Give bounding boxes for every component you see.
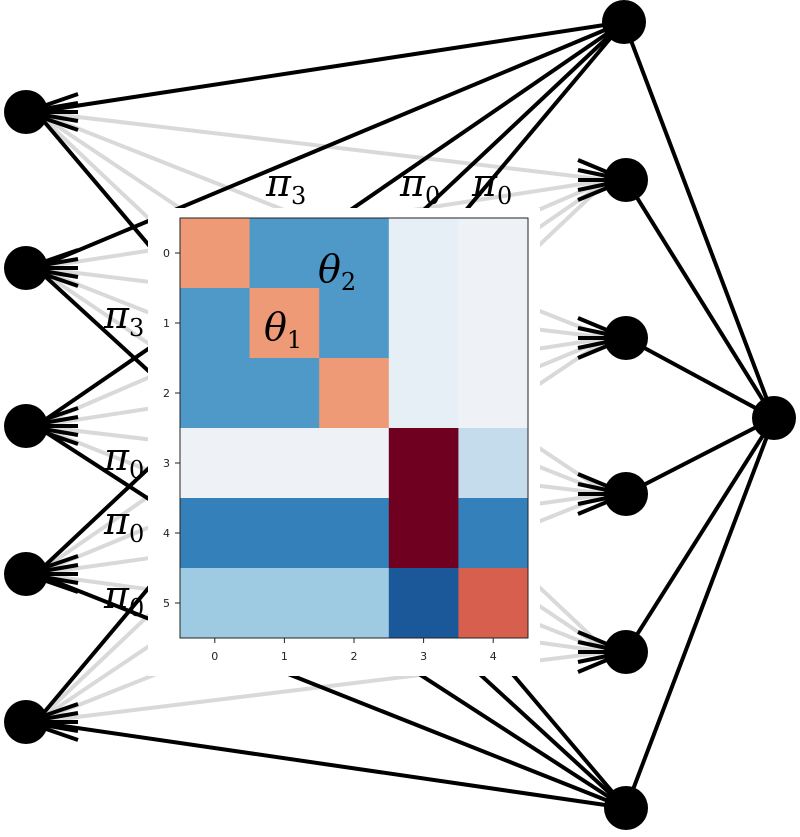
theta1-symbol: θ bbox=[264, 305, 287, 349]
node-middle bbox=[604, 786, 648, 830]
heatmap-cell bbox=[180, 218, 251, 289]
heatmap-cell bbox=[180, 358, 251, 429]
heatmap-cell bbox=[249, 288, 320, 359]
heatmap-cell bbox=[458, 428, 529, 499]
node-hub bbox=[752, 396, 796, 440]
heatmap-cell bbox=[249, 428, 320, 499]
pi-symbol: π bbox=[471, 161, 498, 205]
row-tick-label: 1 bbox=[163, 317, 170, 330]
col-tick-label: 1 bbox=[281, 650, 288, 663]
heatmap-cell bbox=[249, 568, 320, 639]
col-tick-label: 0 bbox=[211, 650, 218, 663]
row-tick-label: 0 bbox=[163, 247, 170, 260]
heatmap-cell bbox=[388, 218, 459, 289]
heatmap-cell bbox=[249, 358, 320, 429]
pi-sub: 0 bbox=[129, 456, 144, 484]
theta2-sub: 2 bbox=[341, 268, 356, 296]
pi-symbol: π bbox=[103, 499, 130, 543]
pi-symbol: π bbox=[103, 435, 130, 479]
pi-sub: 0 bbox=[497, 182, 512, 210]
pi-symbol: π bbox=[103, 573, 130, 617]
heatmap-cell bbox=[180, 428, 251, 499]
pi-label-left-row3: π0 bbox=[103, 435, 144, 484]
row-tick-label: 4 bbox=[163, 527, 170, 540]
edge-to-hub bbox=[624, 416, 776, 654]
edge-to-hub bbox=[625, 336, 775, 420]
row-tick-label: 5 bbox=[163, 597, 170, 610]
col-tick-label: 3 bbox=[420, 650, 427, 663]
theta2-label: θ2 bbox=[318, 247, 356, 296]
node-middle bbox=[604, 158, 648, 202]
pi-symbol: π bbox=[103, 293, 130, 337]
nodes bbox=[4, 0, 796, 830]
heatmap-cell bbox=[180, 498, 251, 569]
pi-sub: 0 bbox=[129, 594, 144, 622]
edge-black bbox=[35, 20, 625, 270]
heatmap-cell bbox=[388, 288, 459, 359]
heatmap-cell bbox=[319, 568, 390, 639]
col-tick-label: 4 bbox=[490, 650, 497, 663]
heatmap-cell bbox=[319, 218, 390, 289]
theta1-label: θ1 bbox=[264, 305, 302, 354]
heatmap-cell bbox=[319, 288, 390, 359]
edge-black bbox=[35, 720, 627, 810]
heatmap-cell bbox=[388, 428, 459, 499]
pi-label-left-row5: π0 bbox=[103, 573, 144, 622]
heatmap-cell bbox=[458, 568, 529, 639]
heatmap bbox=[180, 218, 529, 639]
pi-label-left-row4: π0 bbox=[103, 499, 144, 548]
node-middle bbox=[604, 316, 648, 360]
edge-black bbox=[35, 572, 627, 810]
heatmap-cell bbox=[458, 218, 529, 289]
theta1-sub: 1 bbox=[287, 326, 302, 354]
node-left bbox=[4, 90, 48, 134]
row-tick-label: 2 bbox=[163, 387, 170, 400]
pi-sub: 0 bbox=[425, 182, 440, 210]
pi-label-top-mid: π0 bbox=[399, 161, 440, 210]
node-middle bbox=[604, 472, 648, 516]
heatmap-ticks: 0 1 2 3 4 5 0 1 2 3 4 bbox=[163, 247, 497, 663]
pi-sub: 3 bbox=[291, 182, 306, 210]
heatmap-cell bbox=[249, 218, 320, 289]
edge-to-hub bbox=[622, 21, 776, 419]
pi-sub: 3 bbox=[129, 314, 144, 342]
edge-to-hub bbox=[624, 417, 776, 809]
heatmap-cell bbox=[458, 498, 529, 569]
heatmap-cell bbox=[458, 358, 529, 429]
heatmap-cell bbox=[388, 498, 459, 569]
node-left bbox=[4, 552, 48, 596]
heatmap-cell bbox=[180, 568, 251, 639]
pi-label-top-left: π3 bbox=[265, 161, 306, 210]
row-tick-label: 3 bbox=[163, 457, 170, 470]
node-middle bbox=[602, 0, 646, 44]
heatmap-cell bbox=[249, 498, 320, 569]
node-left bbox=[4, 404, 48, 448]
heatmap-cell bbox=[388, 568, 459, 639]
pi-symbol: π bbox=[399, 161, 426, 205]
heatmap-cell bbox=[319, 498, 390, 569]
theta2-symbol: θ bbox=[318, 247, 341, 291]
edge-to-hub bbox=[624, 178, 776, 420]
edge-to-hub bbox=[625, 416, 775, 496]
edge-black bbox=[35, 20, 625, 114]
heatmap-cell bbox=[388, 358, 459, 429]
pi-symbol: π bbox=[265, 161, 292, 205]
pi-label-top-right: π0 bbox=[471, 161, 512, 210]
heatmap-cell bbox=[180, 288, 251, 359]
edge-gray bbox=[35, 110, 609, 182]
heatmap-cell bbox=[458, 288, 529, 359]
node-left bbox=[4, 700, 48, 744]
node-left bbox=[4, 246, 48, 290]
heatmap-cell bbox=[319, 428, 390, 499]
col-tick-label: 2 bbox=[351, 650, 358, 663]
pi-label-left-row1: π3 bbox=[103, 293, 144, 342]
heatmap-cell bbox=[319, 358, 390, 429]
node-middle bbox=[604, 630, 648, 674]
pi-sub: 0 bbox=[129, 520, 144, 548]
